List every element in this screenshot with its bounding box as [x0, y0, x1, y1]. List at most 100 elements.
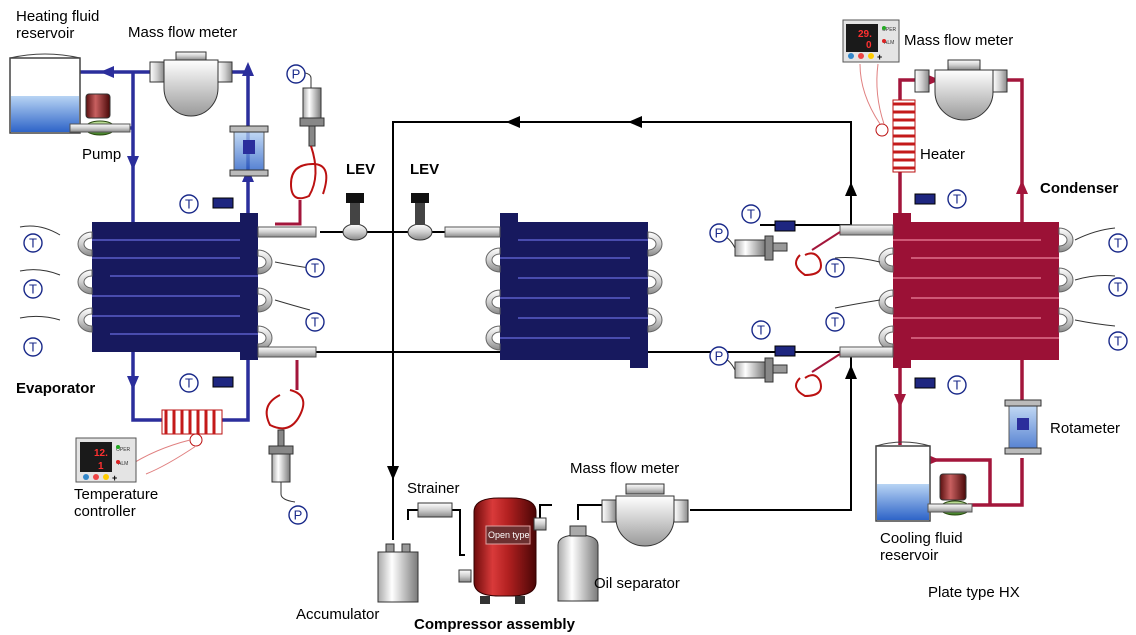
cooling-reservoir-label: Cooling fluid reservoir [880, 530, 963, 564]
rotameter-right [1004, 399, 1042, 455]
rotameter-left [229, 125, 269, 177]
pump-left [69, 93, 131, 136]
temperature-sensor-16-letter: T [1114, 334, 1122, 349]
temperature-sensor-7: T [179, 373, 199, 393]
pressure-sensor-1-letter: P [292, 67, 301, 82]
temperature-sensor-16: T [1108, 331, 1128, 351]
compressor: Open type [458, 497, 547, 604]
temperature-sensor-6: T [23, 337, 43, 357]
cooling-fluid-reservoir [875, 441, 931, 522]
controller-left-line1: 12. [94, 448, 108, 459]
mass-flow-meter-top-right-label: Mass flow meter [904, 32, 1014, 49]
temperature-sensor-15-letter: T [953, 378, 961, 393]
temperature-sensor-7-letter: T [185, 376, 193, 391]
pressure-sensor-3: P [709, 346, 729, 366]
lev-valve-2 [407, 193, 433, 241]
temperature-sensor-13: T [1108, 233, 1128, 253]
open-type-label: Open type [488, 530, 530, 540]
lev-valve-1 [342, 193, 368, 241]
rotameter-label: Rotameter [1050, 420, 1121, 437]
pressure-sensors: P P P P [286, 64, 729, 525]
temperature-sensor-14: T [1108, 277, 1128, 297]
controller-left-tag2: ALM [118, 461, 128, 467]
temperature-sensor-2: T [23, 233, 43, 253]
temperature-sensor-13-letter: T [1114, 236, 1122, 251]
temperature-controller-left: 12. 1 OPER ALM + [75, 437, 137, 483]
temperature-sensor-2-letter: T [29, 236, 37, 251]
evaporator-hx [19, 213, 317, 360]
flow-arrows-blue [100, 62, 254, 390]
heating-reservoir-label: Heating fluid reservoir [16, 8, 100, 42]
condenser-hx [834, 213, 1116, 368]
temperature-sensor-11-letter: T [757, 323, 765, 338]
temperature-sensor-11: T [751, 320, 771, 340]
controller-right-tag1: OPER [882, 27, 897, 33]
evaporator-label: Evaporator [16, 380, 96, 397]
pump-label: Pump [82, 146, 122, 163]
controller-left-tag1: OPER [116, 447, 131, 453]
temperature-controller-right: 29. 0 OPER ALM + [842, 19, 900, 63]
heater-coil-left [119, 409, 223, 475]
pressure-transducer-left-bottom [265, 360, 305, 503]
oil-separator-label: Oil separator [594, 575, 680, 592]
pressure-sensor-3-letter: P [715, 349, 724, 364]
temperature-sensor-5-letter: T [311, 315, 319, 330]
pressure-sensor-4: P [288, 505, 308, 525]
strainer-label: Strainer [407, 480, 460, 497]
temperature-sensor-12: T [947, 189, 967, 209]
strainer [417, 502, 453, 518]
mass-flow-meter-top-left [149, 51, 233, 117]
accumulator-label: Accumulator [296, 606, 380, 623]
controller-right-tag2: ALM [884, 40, 894, 46]
controller-left-line2: 1 [98, 461, 104, 472]
temperature-sensor-3: T [305, 258, 325, 278]
plate-type-hx-label: Plate type HX [928, 584, 1020, 601]
temperature-sensor-10-letter: T [831, 315, 839, 330]
temperature-sensor-10: T [825, 312, 845, 332]
heating-fluid-reservoir [9, 53, 81, 134]
controller-left-plus: + [112, 473, 117, 483]
accumulator [377, 543, 419, 603]
temperature-sensor-8-letter: T [747, 207, 755, 222]
pressure-transducer-left-top [275, 71, 328, 226]
temperature-sensor-14-letter: T [1114, 280, 1122, 295]
temperature-sensor-6-letter: T [29, 340, 37, 355]
oil-separator [557, 525, 599, 602]
pressure-transducer-right-top [718, 231, 841, 277]
condenser-label: Condenser [1040, 180, 1119, 197]
pressure-transducer-right-bottom [718, 353, 841, 398]
heater-label: Heater [920, 146, 966, 163]
compressor-assembly-label: Compressor assembly [414, 616, 575, 633]
temperature-sensor-4-letter: T [29, 282, 37, 297]
pressure-sensor-4-letter: P [294, 508, 303, 523]
temperature-sensor-9-letter: T [831, 261, 839, 276]
temperature-sensor-4: T [23, 279, 43, 299]
temperature-controller-label: Temperature controller [74, 486, 159, 520]
controller-right-plus: + [877, 52, 882, 62]
mass-flow-meter-top-left-label: Mass flow meter [128, 24, 238, 41]
controller-right-line1: 29. [858, 29, 872, 40]
temperature-sensor-9: T [825, 258, 845, 278]
lev-label-1: LEV [346, 161, 376, 178]
temperature-sensor-8: T [741, 204, 761, 224]
pressure-sensor-1: P [286, 64, 306, 84]
middle-hx [444, 213, 663, 368]
temperature-sensor-1: T [179, 194, 199, 214]
pressure-sensor-2: P [709, 223, 729, 243]
pump-right [927, 473, 973, 516]
heater-right [859, 63, 916, 173]
temperature-sensor-5: T [305, 312, 325, 332]
lev-label-2: LEV [410, 161, 440, 178]
flow-arrows-black [387, 116, 857, 480]
mass-flow-meter-top-right [914, 59, 1008, 121]
mass-flow-meter-bottom [601, 483, 689, 547]
temperature-sensor-12-letter: T [953, 192, 961, 207]
controller-right-line2: 0 [866, 40, 872, 51]
temperature-sensor-15: T [947, 375, 967, 395]
mass-flow-meter-bottom-label: Mass flow meter [570, 460, 680, 477]
pressure-sensor-2-letter: P [715, 226, 724, 241]
temperature-sensor-1-letter: T [185, 197, 193, 212]
temperature-sensors: T T T T T T T T T T T T T T T T [23, 189, 1128, 395]
